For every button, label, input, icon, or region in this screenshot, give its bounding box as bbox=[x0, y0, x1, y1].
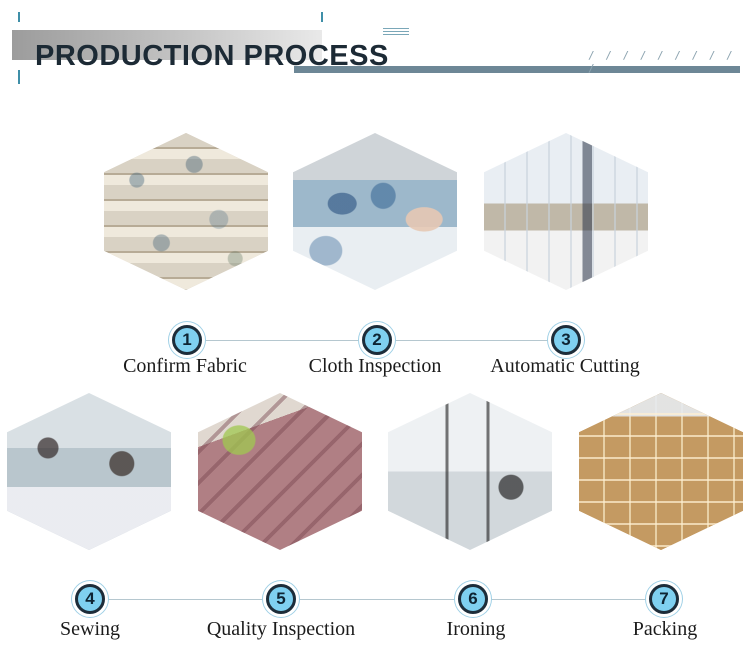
step-7-photo bbox=[579, 393, 743, 550]
step-1-photo bbox=[104, 133, 268, 290]
step-5-number: 5 bbox=[269, 587, 293, 611]
step-4-label: Sewing bbox=[60, 618, 120, 640]
step-5-badge: 5 bbox=[263, 581, 299, 617]
step-3-label: Automatic Cutting bbox=[490, 355, 640, 377]
timeline-line bbox=[90, 599, 662, 600]
step-3-badge: 3 bbox=[548, 322, 584, 358]
step-5-photo bbox=[198, 393, 362, 550]
header-title-backdrop bbox=[12, 30, 322, 60]
step-2-label: Cloth Inspection bbox=[308, 355, 442, 377]
step-7-badge: 7 bbox=[646, 581, 682, 617]
step-2-photo bbox=[293, 133, 457, 290]
header-decoration-slashes: / / / / / / / / / / bbox=[588, 49, 735, 75]
header-tick-mark bbox=[18, 12, 20, 22]
step-3-photo bbox=[484, 133, 648, 290]
step-7-label: Packing bbox=[632, 618, 698, 640]
step-6-photo bbox=[388, 393, 552, 550]
step-4-number: 4 bbox=[78, 587, 102, 611]
step-1-badge: 1 bbox=[169, 322, 205, 358]
step-3-number: 3 bbox=[554, 328, 578, 352]
step-6-number: 6 bbox=[461, 587, 485, 611]
step-5-label: Quality Inspection bbox=[206, 618, 356, 640]
step-4-photo bbox=[7, 393, 171, 550]
header-accent-bar bbox=[294, 66, 740, 73]
step-1-number: 1 bbox=[175, 328, 199, 352]
header-tick-mark bbox=[321, 12, 323, 22]
step-4-badge: 4 bbox=[72, 581, 108, 617]
step-2-number: 2 bbox=[365, 328, 389, 352]
step-6-badge: 6 bbox=[455, 581, 491, 617]
header-tick-mark bbox=[18, 70, 20, 84]
step-7-number: 7 bbox=[652, 587, 676, 611]
step-2-badge: 2 bbox=[359, 322, 395, 358]
step-1-label: Confirm Fabric bbox=[123, 355, 247, 377]
header-decoration-lines bbox=[383, 28, 409, 36]
step-6-label: Ironing bbox=[446, 618, 506, 640]
